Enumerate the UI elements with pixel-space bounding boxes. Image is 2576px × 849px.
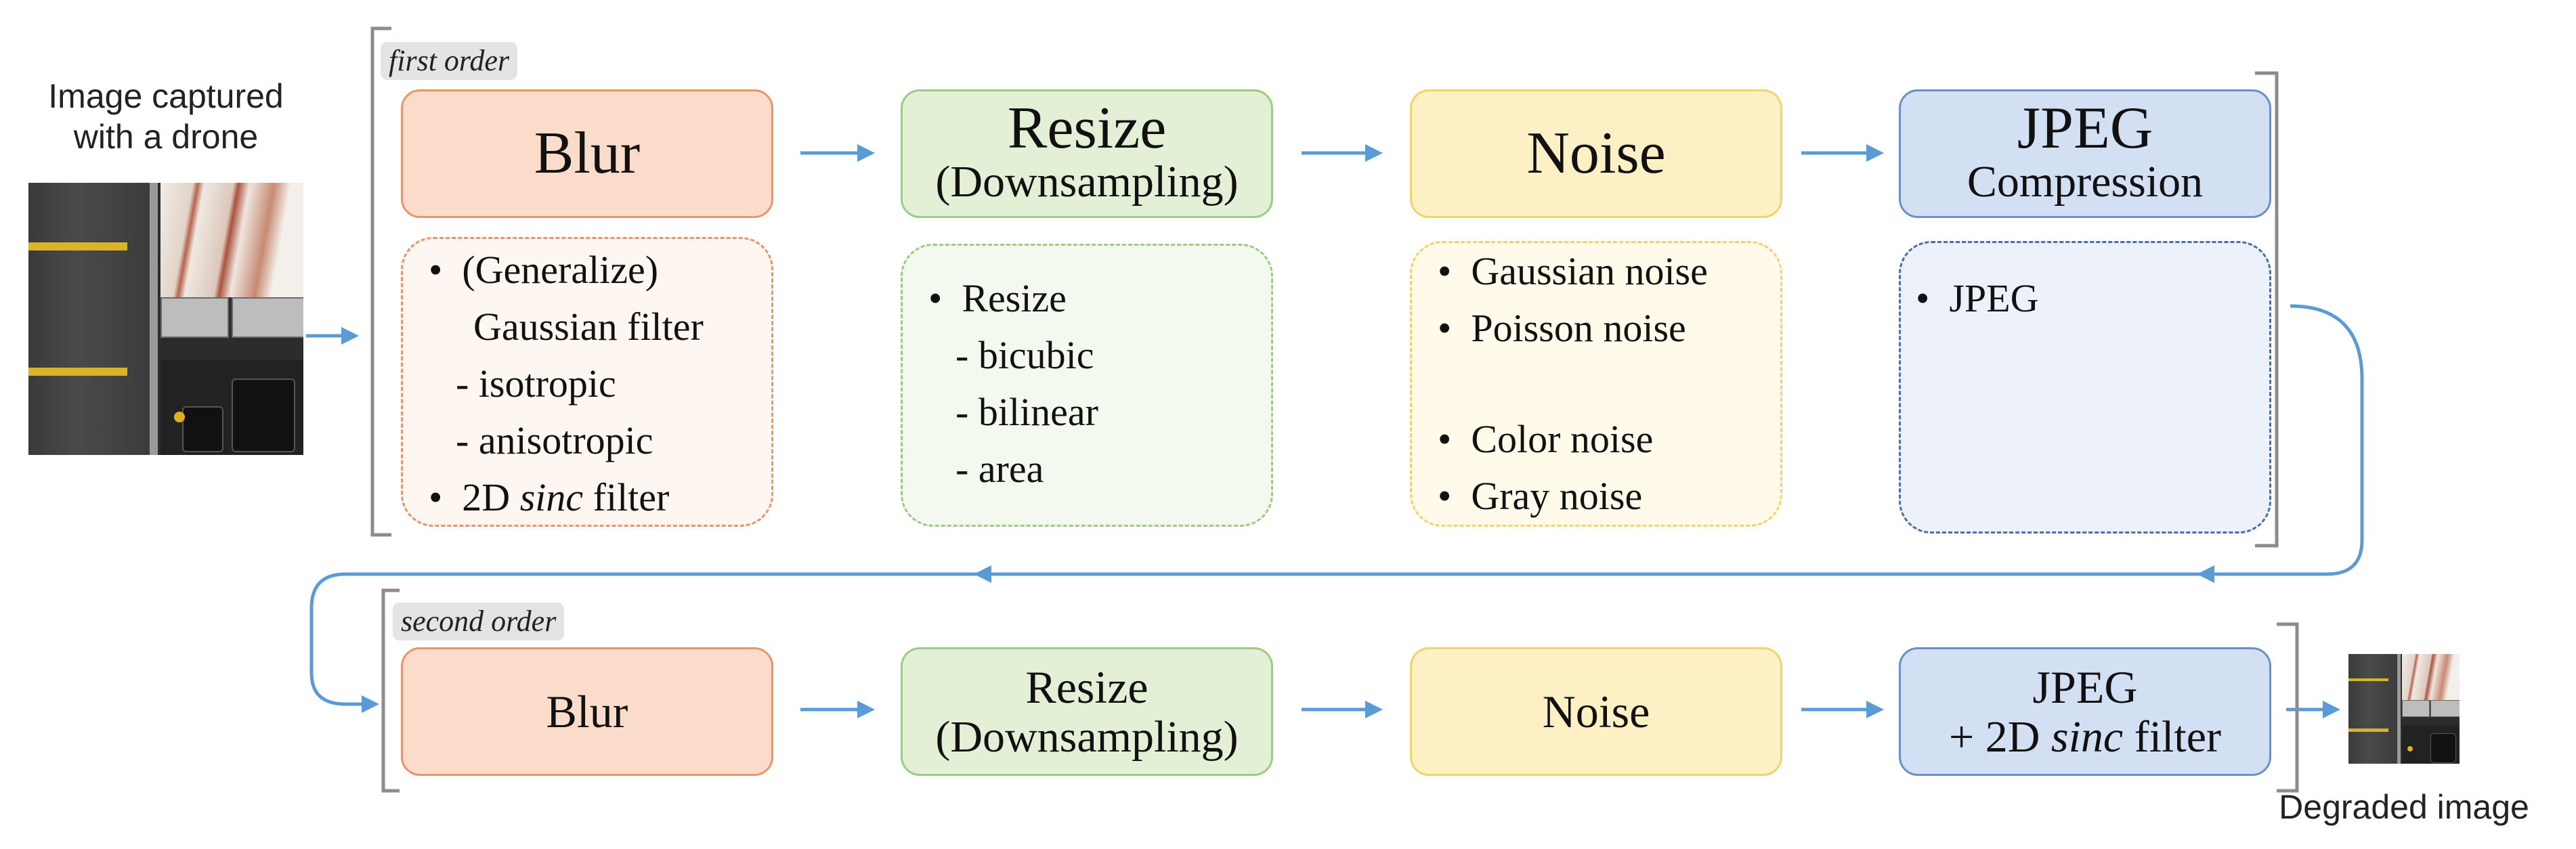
input-caption: Image captured with a drone <box>14 76 318 157</box>
detail-item: • Color noise <box>1438 417 1654 461</box>
blur-title: Blur <box>534 121 641 186</box>
second-order-blur-box: Blur <box>401 647 773 776</box>
detail-item: • Poisson noise <box>1438 306 1686 350</box>
second-order-end-bracket <box>2277 622 2299 793</box>
detail-item: - bicubic <box>956 333 1094 377</box>
detail-item: Gaussian filter <box>473 305 704 349</box>
resize2-subtitle: (Downsampling) <box>935 712 1239 762</box>
degraded-image <box>2348 654 2460 764</box>
first-order-end-bracket <box>2255 71 2279 548</box>
detail-item: - area <box>956 447 1044 491</box>
loop-connector <box>309 304 2364 706</box>
input-caption-line1: Image captured <box>48 77 284 115</box>
jpeg2-title: JPEG <box>2032 661 2138 713</box>
first-order-resize-box: Resize (Downsampling) <box>901 89 1273 218</box>
blur2-title: Blur <box>546 686 628 737</box>
resize2-title: Resize <box>1025 661 1149 713</box>
jpeg2-subtitle: + 2D sinc filter <box>1949 712 2221 762</box>
blur-details: • (Generalize) Gaussian filter - isotrop… <box>401 237 773 527</box>
second-order-label: second order <box>393 603 565 640</box>
noise-details: • Gaussian noise • Poisson noise • Color… <box>1410 241 1782 527</box>
detail-item: • Gaussian noise <box>1438 249 1708 293</box>
arrowhead <box>1866 701 1884 718</box>
first-order-jpeg-box: JPEG Compression <box>1899 89 2271 218</box>
output-caption: Degraded image <box>2279 788 2529 826</box>
arrowhead <box>1365 701 1383 718</box>
first-order-noise-box: Noise <box>1410 89 1782 218</box>
second-order-noise-box: Noise <box>1410 647 1782 776</box>
arrowhead <box>857 144 875 162</box>
detail-item: - isotropic <box>456 362 616 406</box>
detail-item: • (Generalize) <box>429 248 659 292</box>
input-drone-image <box>28 183 303 455</box>
arrowhead <box>857 701 875 718</box>
arrowhead <box>974 565 991 583</box>
resize-title: Resize <box>1007 95 1167 161</box>
arrowhead <box>1365 144 1383 162</box>
first-order-blur-box: Blur <box>401 89 773 218</box>
second-order-bracket <box>381 588 400 793</box>
arrowhead <box>341 327 359 345</box>
detail-item: - bilinear <box>956 390 1098 434</box>
jpeg-title: JPEG <box>2017 95 2153 161</box>
first-order-bracket <box>370 26 391 537</box>
jpeg-details: • JPEG <box>1899 241 2271 534</box>
first-order-label: first order <box>381 42 518 80</box>
resize-details: • Resize - bicubic - bilinear - area <box>901 244 1273 527</box>
detail-item: • JPEG <box>1916 276 2039 320</box>
input-caption-line2: with a drone <box>73 118 259 156</box>
noise2-title: Noise <box>1542 686 1650 737</box>
jpeg-subtitle: Compression <box>1967 157 2204 206</box>
second-order-jpeg-box: JPEG + 2D sinc filter <box>1899 647 2271 776</box>
detail-item: - anisotropic <box>456 418 653 462</box>
second-order-resize-box: Resize (Downsampling) <box>901 647 1273 776</box>
arrowhead <box>2323 701 2340 718</box>
arrowhead <box>1866 144 1884 162</box>
detail-item: • Gray noise <box>1438 474 1643 518</box>
arrowhead <box>2197 565 2214 583</box>
detail-item: • Resize <box>928 276 1067 320</box>
detail-item-sinc: • 2D sinc filter <box>429 475 670 519</box>
resize-subtitle: (Downsampling) <box>935 157 1239 206</box>
noise-title: Noise <box>1526 121 1666 186</box>
arrowhead <box>362 695 379 713</box>
